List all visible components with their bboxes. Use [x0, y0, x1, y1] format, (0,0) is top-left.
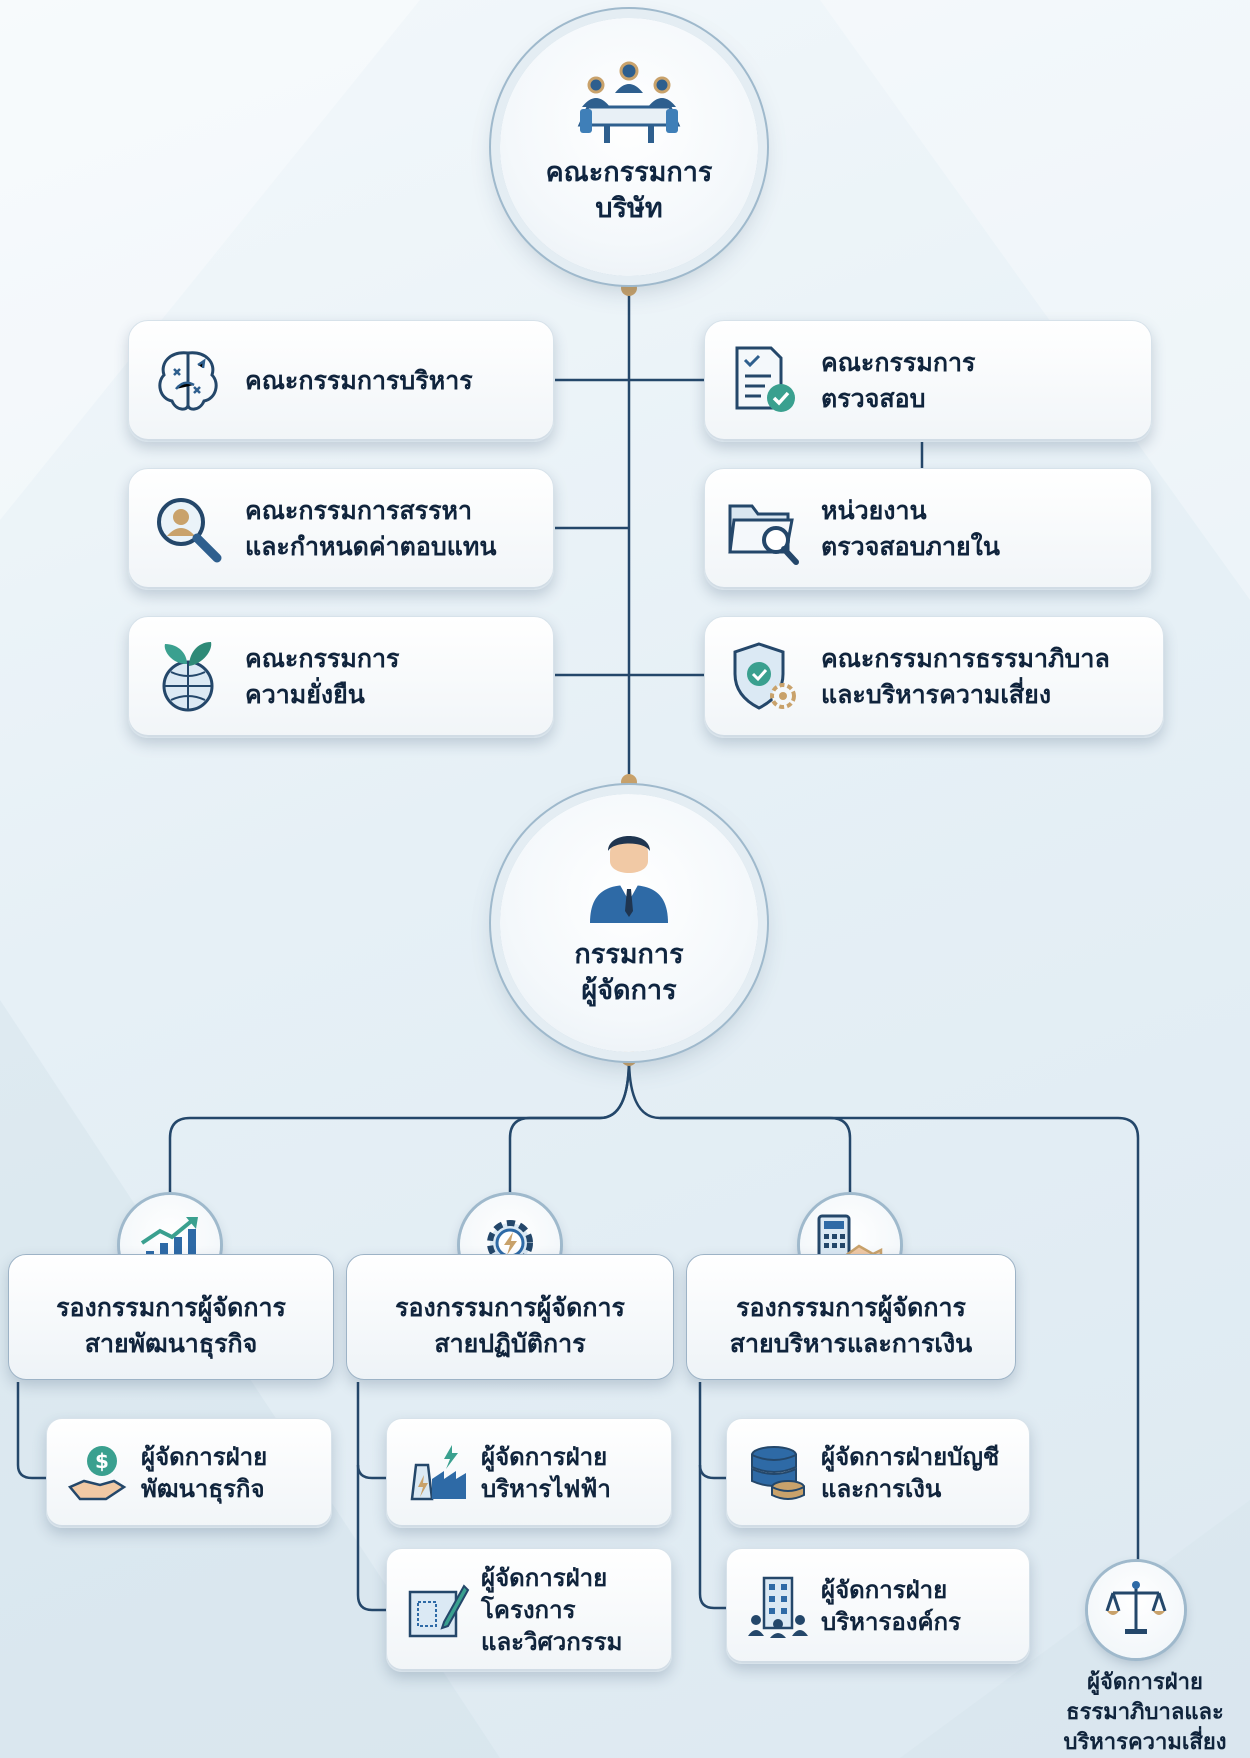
- manager-business-development[interactable]: $ ผู้จัดการฝ่าย พัฒนาธุรกิจ: [46, 1418, 332, 1528]
- vp-label: รองกรรมการผู้จัดการ สายพัฒนาธุรกิจ: [56, 1293, 286, 1358]
- joint-dot: [621, 1050, 637, 1066]
- folder-search-icon: [725, 490, 803, 568]
- ceo-node[interactable]: กรรมการ ผู้จัดการ: [500, 794, 758, 1052]
- governance-manager-node[interactable]: [1088, 1562, 1184, 1658]
- magnifier-person-icon: [149, 490, 227, 568]
- shield-gear-icon: [725, 638, 803, 716]
- scales-justice-icon: [1105, 1579, 1167, 1641]
- committee-sustainability[interactable]: คณะกรรมการ ความยั่งยืน: [128, 616, 554, 738]
- vp-operations[interactable]: รองกรรมการผู้จัดการ สายปฏิบัติการ: [346, 1254, 674, 1380]
- committee-nomination[interactable]: คณะกรรมการสรรหา และกำหนดค่าตอบแทน: [128, 468, 554, 590]
- vp-label: รองกรรมการผู้จัดการ สายบริหารและการเงิน: [729, 1293, 973, 1358]
- globe-leaves-icon: [149, 638, 227, 716]
- brain-strategy-icon: [149, 342, 227, 420]
- committee-label: คณะกรรมการบริหาร: [245, 366, 473, 395]
- vp-label: รองกรรมการผู้จัดการ สายปฏิบัติการ: [395, 1293, 625, 1358]
- database-stack-icon: [743, 1438, 813, 1508]
- vp-administration-finance[interactable]: รองกรรมการผู้จัดการ สายบริหารและการเงิน: [686, 1254, 1016, 1380]
- committee-audit[interactable]: คณะกรรมการ ตรวจสอบ: [704, 320, 1152, 442]
- ceo-title: กรรมการ ผู้จัดการ: [574, 939, 684, 1006]
- manager-label: ผู้จัดการฝ่าย พัฒนาธุรกิจ: [141, 1443, 268, 1503]
- committee-label: คณะกรรมการ ตรวจสอบ: [821, 348, 976, 413]
- manager-projects-engineering[interactable]: ผู้จัดการฝ่าย โครงการ และวิศวกรรม: [386, 1548, 672, 1672]
- vp-business-development[interactable]: รองกรรมการผู้จัดการ สายพัฒนาธุรกิจ: [8, 1254, 334, 1380]
- manager-accounting-finance[interactable]: ผู้จัดการฝ่ายบัญชี และการเงิน: [726, 1418, 1030, 1528]
- committee-governance-risk[interactable]: คณะกรรมการธรรมาภิบาล และบริหารความเสี่ยง: [704, 616, 1164, 738]
- manager-corporate-admin[interactable]: ผู้จัดการฝ่าย บริหารองค์กร: [726, 1548, 1030, 1664]
- internal-audit-unit[interactable]: หน่วยงาน ตรวจสอบภายใน: [704, 468, 1152, 590]
- board-node[interactable]: คณะกรรมการ บริษัท: [500, 18, 758, 276]
- joint-dot: [621, 774, 637, 790]
- committee-label: คณะกรรมการธรรมาภิบาล และบริหารความเสี่ยง: [821, 644, 1110, 709]
- businessman-icon: [584, 827, 674, 931]
- joint-dot: [621, 280, 637, 296]
- committee-label: คณะกรรมการ ความยั่งยืน: [245, 644, 400, 709]
- committee-label: หน่วยงาน ตรวจสอบภายใน: [821, 496, 1000, 561]
- manager-label: ผู้จัดการฝ่ายบัญชี และการเงิน: [821, 1443, 1000, 1503]
- manager-power[interactable]: ผู้จัดการฝ่าย บริหารไฟฟ้า: [386, 1418, 672, 1528]
- board-title: คณะกรรมการ บริษัท: [545, 157, 713, 224]
- manager-label: ผู้จัดการฝ่าย บริหารองค์กร: [821, 1576, 961, 1636]
- governance-manager-label: ผู้จัดการฝ่าย ธรรมาภิบาลและ บริหารความเส…: [1063, 1670, 1227, 1755]
- boardroom-meeting-icon: [574, 59, 684, 151]
- svg-text:$: $: [95, 1449, 109, 1473]
- blueprint-pen-icon: [403, 1575, 473, 1645]
- office-building-icon: [743, 1571, 813, 1641]
- manager-label: ผู้จัดการฝ่าย โครงการ และวิศวกรรม: [481, 1564, 623, 1656]
- hand-coin-icon: $: [63, 1438, 133, 1508]
- manager-label: ผู้จัดการฝ่าย บริหารไฟฟ้า: [481, 1443, 611, 1503]
- power-plant-icon: [403, 1438, 473, 1508]
- committee-label: คณะกรรมการสรรหา และกำหนดค่าตอบแทน: [245, 496, 497, 561]
- committee-executive[interactable]: คณะกรรมการบริหาร: [128, 320, 554, 442]
- document-check-icon: [725, 342, 803, 420]
